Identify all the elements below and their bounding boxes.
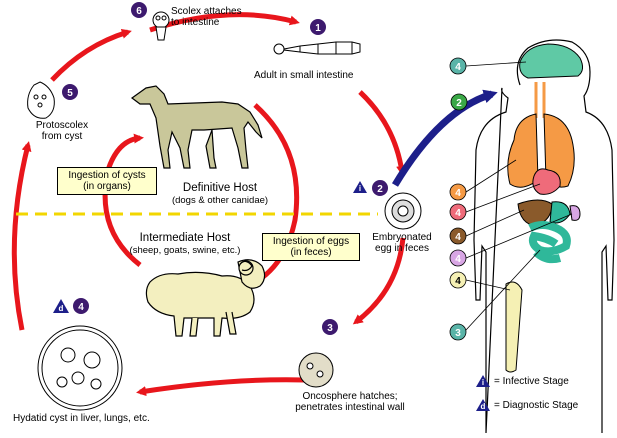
human-outline — [473, 39, 615, 434]
stage-4-number: 4 — [78, 302, 84, 313]
stage-5-label-line1: Protoscolex — [35, 120, 89, 131]
cyst-ingestion-line2: (in organs) — [83, 181, 131, 192]
stage-3-number: 3 — [327, 323, 333, 334]
sheep-illustration — [145, 259, 266, 337]
stage-3-circle — [322, 319, 338, 335]
stage-number-circles — [53, 2, 388, 335]
badge-lungs-number: 4 — [455, 188, 461, 199]
badge-liver-number: 4 — [455, 232, 461, 243]
badge-bone — [449, 271, 467, 289]
human-badge-numbers: 4 2 4 4 4 4 4 3 — [455, 62, 462, 339]
legend-symbols: i d — [476, 375, 490, 411]
diagnostic-marker — [53, 299, 69, 313]
heart — [532, 168, 561, 195]
intermediate-host-label: Intermediate Host (sheep, goats, swine, … — [115, 232, 255, 256]
stage-5-label: Protoscolex from cyst — [22, 120, 102, 142]
cyst-ingestion-box: Ingestion of cysts (in organs) — [57, 167, 157, 195]
stage-2-number: 2 — [377, 184, 383, 195]
stage-1-label: Adult in small intestine — [254, 70, 354, 81]
stage-1-number: 1 — [315, 23, 321, 34]
badge-lungs — [449, 183, 467, 201]
trachea — [534, 82, 546, 118]
intermediate-host-subtitle: (sheep, goats, swine, etc.) — [129, 245, 241, 256]
definitive-host-title: Definitive Host — [182, 182, 258, 194]
badge-human-arrow — [450, 93, 468, 111]
badge-kidney-number: 4 — [455, 254, 461, 265]
stage-3-label-line2: penetrates intestinal wall — [295, 402, 405, 413]
human-body-illustration — [465, 39, 615, 434]
diagnostic-marker-letter: d — [59, 304, 64, 313]
arrow-3-to-4 — [136, 377, 306, 397]
human-infection-arrow — [391, 89, 498, 187]
arrow-6-to-1 — [149, 12, 300, 33]
human-badges — [449, 57, 468, 341]
adult-worm-illustration — [273, 41, 361, 55]
badge-liver — [449, 227, 467, 245]
dog-illustration — [130, 85, 263, 169]
cyst-ingestion-line1: Ingestion of cysts — [68, 170, 146, 181]
egg-ingestion-line2: (in feces) — [290, 247, 332, 258]
stage-3-label: Oncosphere hatches; penetrates intestina… — [280, 391, 420, 413]
stage-2-circle — [372, 180, 388, 196]
arrow-1-to-2 — [358, 90, 407, 176]
scolex-illustration — [152, 11, 170, 41]
stage-6-label-line2: to intestine — [171, 17, 220, 28]
human-arrow-number: 2 — [456, 98, 462, 109]
definitive-host-subtitle: (dogs & other canidae) — [171, 195, 269, 206]
stage-5-label-line2: from cyst — [41, 131, 83, 142]
badge-bone-number: 4 — [455, 276, 461, 287]
stage-5-circle — [62, 84, 78, 100]
stomach — [549, 201, 571, 224]
badge-heart-number: 4 — [455, 208, 461, 219]
legend-diagnostic-text: = Diagnostic Stage — [494, 400, 579, 411]
definitive-host-label: Definitive Host (dogs & other canidae) — [160, 182, 280, 206]
arrow-2-to-3 — [352, 237, 406, 325]
egg-ingestion-box: Ingestion of eggs (in feces) — [262, 233, 360, 261]
stage-6-circle — [131, 2, 147, 18]
badge-intestine — [449, 323, 467, 341]
stage-4-circle — [73, 298, 89, 314]
badge-brain-number: 4 — [455, 62, 461, 73]
badge-kidney — [449, 249, 467, 267]
intestine — [528, 221, 571, 264]
stage-2-label-line2: egg in feces — [375, 243, 429, 254]
badge-intestine-number: 3 — [455, 328, 461, 339]
egg-illustration — [384, 192, 422, 230]
legend-infective-text: = Infective Stage — [494, 376, 569, 387]
legend-diagnostic-triangle — [476, 399, 490, 411]
arrow-5-to-6 — [50, 28, 132, 82]
stage-3-label-line1: Oncosphere hatches; — [302, 391, 398, 402]
badge-heart — [449, 203, 467, 221]
stage-6-label: Scolex attaches to intestine — [171, 6, 242, 28]
kidney — [569, 205, 581, 221]
femur — [505, 281, 523, 373]
brain — [519, 43, 584, 79]
stage-6-label-line1: Scolex attaches — [171, 6, 242, 17]
stage-2-label: Embryonated egg in feces — [362, 232, 442, 254]
hydatid-cyst-illustration — [37, 325, 123, 411]
liver — [517, 199, 553, 227]
stage-2-label-line1: Embryonated — [372, 232, 432, 243]
stage-4-label: Hydatid cyst in liver, lungs, etc. — [13, 413, 150, 424]
legend-infective-symbol: i — [482, 378, 484, 387]
legend-infective-triangle — [476, 375, 490, 387]
infective-marker-letter: i — [359, 184, 361, 193]
oncosphere-illustration — [298, 352, 334, 388]
legend-diagnostic-symbol: d — [481, 402, 486, 411]
arrow-4-to-5 — [11, 141, 32, 331]
stage-6-number: 6 — [136, 6, 142, 17]
stage-5-number: 5 — [67, 88, 73, 99]
protoscolex-illustration — [27, 81, 55, 119]
arrow-inner-egg-ingestion — [246, 103, 300, 288]
badge-brain — [449, 57, 467, 75]
intermediate-host-title: Intermediate Host — [139, 232, 231, 244]
egg-ingestion-line1: Ingestion of eggs — [272, 236, 350, 247]
stage-1-circle — [310, 19, 326, 35]
infective-marker — [353, 181, 367, 193]
